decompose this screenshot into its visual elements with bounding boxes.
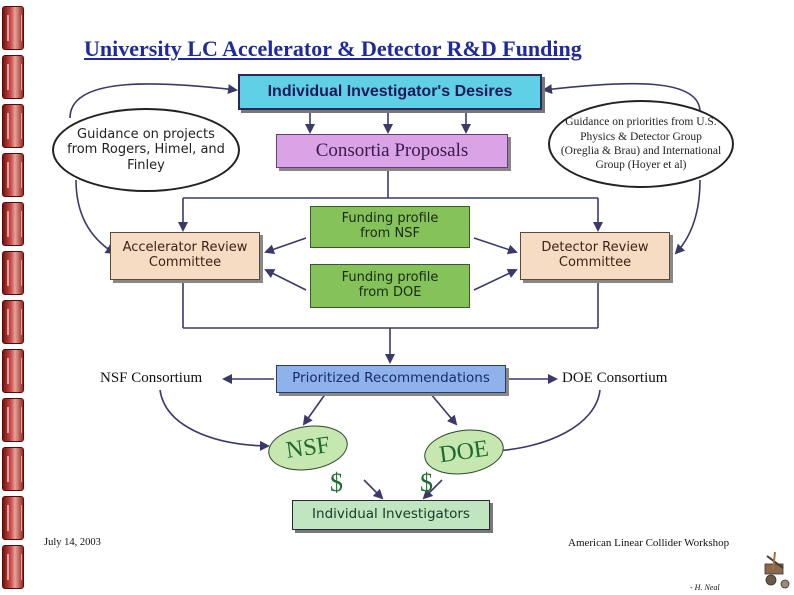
- guidance-projects-label: Guidance on projects from Rogers, Himel,…: [67, 126, 225, 173]
- border-tile: [2, 153, 24, 197]
- footer-workshop: American Linear Collider Workshop: [568, 537, 730, 549]
- border-tile: [2, 496, 24, 540]
- nsf-oval-label: NSF: [284, 431, 332, 464]
- funding-profile-nsf-box: Funding profile from NSF: [310, 206, 470, 248]
- decorative-border-strip: [0, 0, 26, 595]
- border-tile: [2, 545, 24, 589]
- footer-author: - H. Neal: [690, 583, 720, 592]
- consortia-proposals-box: Consortia Proposals: [276, 134, 508, 168]
- doe-oval-label: DOE: [437, 435, 491, 468]
- border-tile: [2, 398, 24, 442]
- nsf-dollar-sign: $: [330, 468, 343, 497]
- funding-profile-doe-box: Funding profile from DOE: [310, 264, 470, 308]
- accelerator-review-committee-box: Accelerator Review Committee: [110, 232, 260, 280]
- border-tile: [2, 349, 24, 393]
- doe-dollar-sign: $: [420, 468, 433, 497]
- border-tile: [2, 6, 24, 50]
- doe-consortium-label: DOE Consortium: [562, 370, 668, 386]
- border-tile: [2, 55, 24, 99]
- investigators-label: Individual Investigators: [312, 506, 470, 523]
- prioritized-recommendations-box: Prioritized Recommendations: [276, 365, 506, 393]
- desires-label: Individual Investigator's Desires: [267, 82, 513, 100]
- prioritized-label: Prioritized Recommendations: [292, 370, 490, 387]
- guidance-priorities-label: Guidance on priorities from U.S. Physics…: [560, 116, 722, 172]
- page-title: University LC Accelerator & Detector R&D…: [84, 36, 582, 61]
- detector-review-committee-box: Detector Review Committee: [520, 232, 670, 280]
- border-tile: [2, 300, 24, 344]
- consortia-label: Consortia Proposals: [315, 140, 469, 162]
- nsf-consortium-label: NSF Consortium: [100, 370, 203, 386]
- border-tile: [2, 202, 24, 246]
- accelerator-committee-label: Accelerator Review Committee: [122, 240, 248, 270]
- guidance-priorities-ellipse: Guidance on priorities from U.S. Physics…: [548, 100, 734, 188]
- border-tile: [2, 104, 24, 148]
- border-tile: [2, 447, 24, 491]
- footer-date: July 14, 2003: [44, 537, 101, 548]
- detector-committee-label: Detector Review Committee: [541, 240, 649, 270]
- funding-doe-label: Funding profile from DOE: [341, 270, 439, 300]
- guidance-projects-ellipse: Guidance on projects from Rogers, Himel,…: [52, 108, 240, 192]
- individual-investigators-box: Individual Investigators: [292, 500, 490, 530]
- border-tile: [2, 251, 24, 295]
- funding-nsf-label: Funding profile from NSF: [341, 211, 439, 241]
- desires-box: Individual Investigator's Desires: [238, 74, 542, 110]
